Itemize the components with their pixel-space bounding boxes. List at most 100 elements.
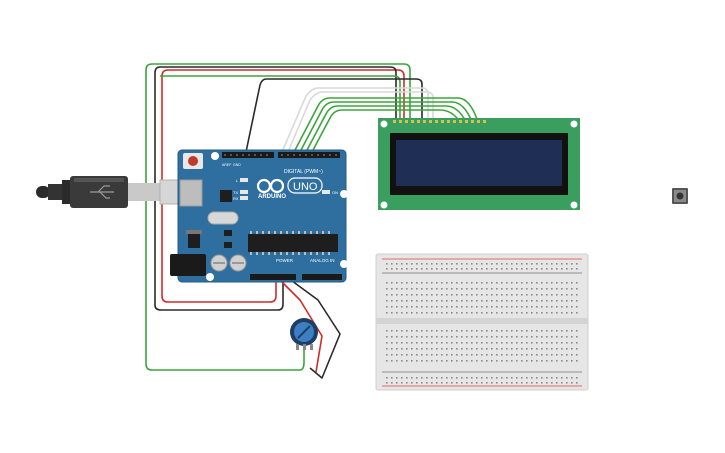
breadboard-hole[interactable] — [451, 312, 453, 314]
breadboard-hole[interactable] — [431, 360, 433, 362]
breadboard-hole[interactable] — [406, 360, 408, 362]
breadboard-hole[interactable] — [406, 342, 408, 344]
breadboard-hole[interactable] — [386, 336, 388, 338]
breadboard-hole[interactable] — [506, 312, 508, 314]
breadboard-hole[interactable] — [471, 288, 473, 290]
breadboard-hole[interactable] — [476, 312, 478, 314]
breadboard-hole[interactable] — [506, 282, 508, 284]
breadboard-hole[interactable] — [461, 300, 463, 302]
breadboard-hole[interactable] — [571, 336, 573, 338]
breadboard-hole[interactable] — [471, 282, 473, 284]
breadboard-hole[interactable] — [411, 330, 413, 332]
breadboard-hole[interactable] — [496, 336, 498, 338]
breadboard-hole[interactable] — [486, 288, 488, 290]
breadboard-hole[interactable] — [441, 342, 443, 344]
pushbutton[interactable] — [672, 188, 688, 204]
breadboard-hole[interactable] — [496, 300, 498, 302]
breadboard-hole[interactable] — [441, 354, 443, 356]
breadboard-hole[interactable] — [391, 294, 393, 296]
breadboard-hole[interactable] — [486, 306, 488, 308]
breadboard-hole[interactable] — [496, 377, 498, 379]
breadboard-hole[interactable] — [531, 377, 533, 379]
breadboard-hole[interactable] — [416, 377, 418, 379]
breadboard-hole[interactable] — [386, 288, 388, 290]
arduino-uno-board[interactable]: L TX RX ON ARDUINO UNO — [170, 149, 348, 283]
breadboard-hole[interactable] — [466, 282, 468, 284]
breadboard-hole[interactable] — [406, 263, 408, 265]
breadboard-hole[interactable] — [401, 382, 403, 384]
breadboard-hole[interactable] — [471, 330, 473, 332]
breadboard-hole[interactable] — [436, 263, 438, 265]
breadboard-hole[interactable] — [416, 342, 418, 344]
breadboard-hole[interactable] — [406, 377, 408, 379]
breadboard-hole[interactable] — [526, 348, 528, 350]
breadboard-hole[interactable] — [506, 300, 508, 302]
breadboard-hole[interactable] — [526, 263, 528, 265]
breadboard-hole[interactable] — [486, 282, 488, 284]
breadboard-hole[interactable] — [576, 360, 578, 362]
breadboard-hole[interactable] — [476, 330, 478, 332]
breadboard-hole[interactable] — [446, 336, 448, 338]
breadboard-hole[interactable] — [386, 360, 388, 362]
wire-black-digital-gnd[interactable] — [245, 78, 423, 153]
breadboard-hole[interactable] — [571, 263, 573, 265]
breadboard-hole[interactable] — [556, 336, 558, 338]
breadboard-hole[interactable] — [391, 382, 393, 384]
breadboard-hole[interactable] — [411, 268, 413, 270]
breadboard-hole[interactable] — [566, 336, 568, 338]
breadboard-hole[interactable] — [456, 312, 458, 314]
breadboard-hole[interactable] — [421, 263, 423, 265]
breadboard-hole[interactable] — [511, 330, 513, 332]
breadboard-hole[interactable] — [536, 382, 538, 384]
breadboard-hole[interactable] — [496, 312, 498, 314]
breadboard-hole[interactable] — [571, 342, 573, 344]
breadboard-hole[interactable] — [521, 336, 523, 338]
breadboard-hole[interactable] — [456, 330, 458, 332]
breadboard-hole[interactable] — [431, 268, 433, 270]
breadboard-hole[interactable] — [526, 330, 528, 332]
breadboard-hole[interactable] — [406, 348, 408, 350]
breadboard-hole[interactable] — [501, 348, 503, 350]
breadboard-hole[interactable] — [396, 288, 398, 290]
breadboard-hole[interactable] — [391, 300, 393, 302]
breadboard-hole[interactable] — [476, 354, 478, 356]
breadboard-hole[interactable] — [391, 342, 393, 344]
breadboard-hole[interactable] — [411, 382, 413, 384]
potentiometer[interactable] — [290, 318, 318, 350]
breadboard-hole[interactable] — [481, 288, 483, 290]
breadboard-hole[interactable] — [426, 288, 428, 290]
breadboard-hole[interactable] — [501, 377, 503, 379]
breadboard-hole[interactable] — [466, 312, 468, 314]
breadboard-hole[interactable] — [431, 263, 433, 265]
breadboard-hole[interactable] — [421, 282, 423, 284]
breadboard-hole[interactable] — [386, 377, 388, 379]
breadboard-hole[interactable] — [476, 306, 478, 308]
breadboard-hole[interactable] — [471, 348, 473, 350]
breadboard-hole[interactable] — [546, 263, 548, 265]
wire-red-pot[interactable] — [277, 277, 323, 373]
breadboard-hole[interactable] — [506, 288, 508, 290]
breadboard-hole[interactable] — [461, 268, 463, 270]
breadboard-hole[interactable] — [536, 330, 538, 332]
breadboard-hole[interactable] — [386, 382, 388, 384]
breadboard-hole[interactable] — [516, 263, 518, 265]
breadboard-hole[interactable] — [411, 360, 413, 362]
breadboard-hole[interactable] — [441, 377, 443, 379]
breadboard-hole[interactable] — [396, 268, 398, 270]
breadboard-hole[interactable] — [551, 382, 553, 384]
breadboard-hole[interactable] — [571, 288, 573, 290]
breadboard-hole[interactable] — [516, 342, 518, 344]
breadboard-hole[interactable] — [531, 263, 533, 265]
breadboard-hole[interactable] — [401, 282, 403, 284]
breadboard-hole[interactable] — [446, 300, 448, 302]
breadboard-hole[interactable] — [491, 294, 493, 296]
breadboard-hole[interactable] — [441, 288, 443, 290]
breadboard-hole[interactable] — [426, 282, 428, 284]
breadboard-hole[interactable] — [386, 354, 388, 356]
breadboard-hole[interactable] — [406, 294, 408, 296]
breadboard-hole[interactable] — [536, 306, 538, 308]
breadboard-hole[interactable] — [536, 348, 538, 350]
breadboard-hole[interactable] — [451, 306, 453, 308]
breadboard-hole[interactable] — [556, 294, 558, 296]
breadboard-hole[interactable] — [481, 348, 483, 350]
